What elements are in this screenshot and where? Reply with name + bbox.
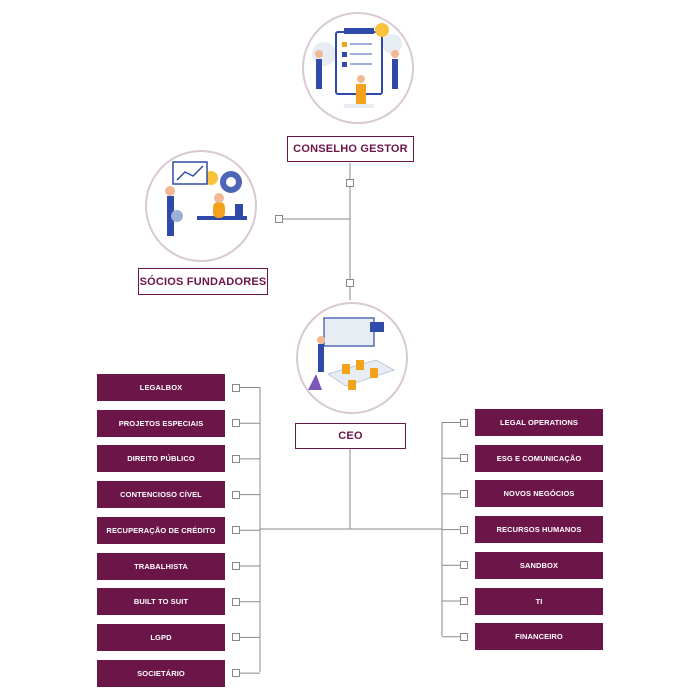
dept-connector	[232, 419, 240, 428]
dept-label: PROJETOS ESPECIAIS	[118, 418, 204, 428]
dept-novos-negocios: NOVOS NEGÓCIOS	[475, 480, 603, 508]
dept-recuperacao-de-credito: RECUPERAÇÃO DE CRÉDITO	[97, 516, 225, 544]
dept-label: LEGAL OPERATIONS	[500, 418, 578, 427]
meeting-illustration	[296, 302, 408, 414]
dept-contencioso-civel: CONTENCIOSO CÍVEL	[97, 481, 225, 509]
dept-connector	[460, 418, 468, 427]
dept-sandbox: SANDBOX	[475, 551, 603, 579]
dept-label: LEGALBOX	[139, 383, 183, 392]
dept-connector	[232, 633, 240, 642]
dept-connector	[232, 454, 240, 463]
dept-label: TI	[535, 596, 543, 606]
dept-direito-publico: DIREITO PÚBLICO	[97, 445, 225, 473]
dept-legal-operations: LEGAL OPERATIONS	[475, 409, 603, 436]
dept-societario: SOCIETÁRIO	[97, 659, 225, 687]
dept-connector	[460, 454, 468, 463]
dept-label: RECURSOS HUMANOS	[496, 525, 582, 535]
conselho-connector	[346, 179, 354, 187]
dept-connector	[232, 383, 240, 392]
dept-connector	[460, 525, 468, 534]
dept-label: RECUPERAÇÃO DE CRÉDITO	[106, 525, 216, 535]
dept-legalbox: LEGALBOX	[97, 374, 225, 401]
dept-label: BUILT TO SUIT	[133, 597, 189, 607]
dept-trabalhista: TRABALHISTA	[97, 552, 225, 580]
ceo-label: CEO	[338, 430, 363, 442]
dept-connector	[460, 489, 468, 498]
dept-label: FINANCEIRO	[515, 632, 563, 642]
dept-label: DIREITO PÚBLICO	[127, 454, 195, 464]
team-planning-illustration	[302, 12, 414, 124]
founders-illustration	[145, 150, 257, 262]
dept-ti: TI	[475, 587, 603, 615]
dept-connector	[232, 669, 240, 678]
dept-label: ESG E COMUNICAÇÃO	[496, 453, 582, 463]
dept-connector	[232, 490, 240, 499]
conselho-gestor-box: CONSELHO GESTOR	[287, 136, 414, 162]
dept-connector	[232, 597, 240, 606]
dept-label: CONTENCIOSO CÍVEL	[120, 490, 202, 500]
socios-fundadores-label: SÓCIOS FUNDADORES	[139, 275, 267, 288]
dept-label: TRABALHISTA	[134, 561, 188, 571]
dept-connector	[460, 632, 468, 641]
dept-financeiro: FINANCEIRO	[475, 623, 603, 651]
dept-recursos-humanos: RECURSOS HUMANOS	[475, 516, 603, 544]
dept-projetos-especiais: PROJETOS ESPECIAIS	[97, 409, 225, 437]
founders-connector-left	[275, 215, 283, 223]
dept-connector	[460, 561, 468, 570]
dept-label: SOCIETÁRIO	[137, 668, 185, 678]
dept-connector	[460, 597, 468, 605]
socios-fundadores-box: SÓCIOS FUNDADORES	[138, 268, 268, 295]
dept-label: NOVOS NEGÓCIOS	[503, 489, 575, 499]
dept-label: SANDBOX	[519, 560, 559, 570]
ceo-box: CEO	[295, 423, 406, 449]
dept-connector	[232, 562, 240, 570]
dept-lgpd: LGPD	[97, 623, 225, 651]
dept-esg-e-comunicacao: ESG E COMUNICAÇÃO	[475, 444, 603, 472]
ceo-connector-top	[346, 279, 354, 287]
dept-label: LGPD	[150, 632, 172, 642]
dept-connector	[232, 526, 240, 535]
conselho-gestor-label: CONSELHO GESTOR	[293, 143, 408, 155]
dept-built-to-suit: BUILT TO SUIT	[97, 588, 225, 616]
